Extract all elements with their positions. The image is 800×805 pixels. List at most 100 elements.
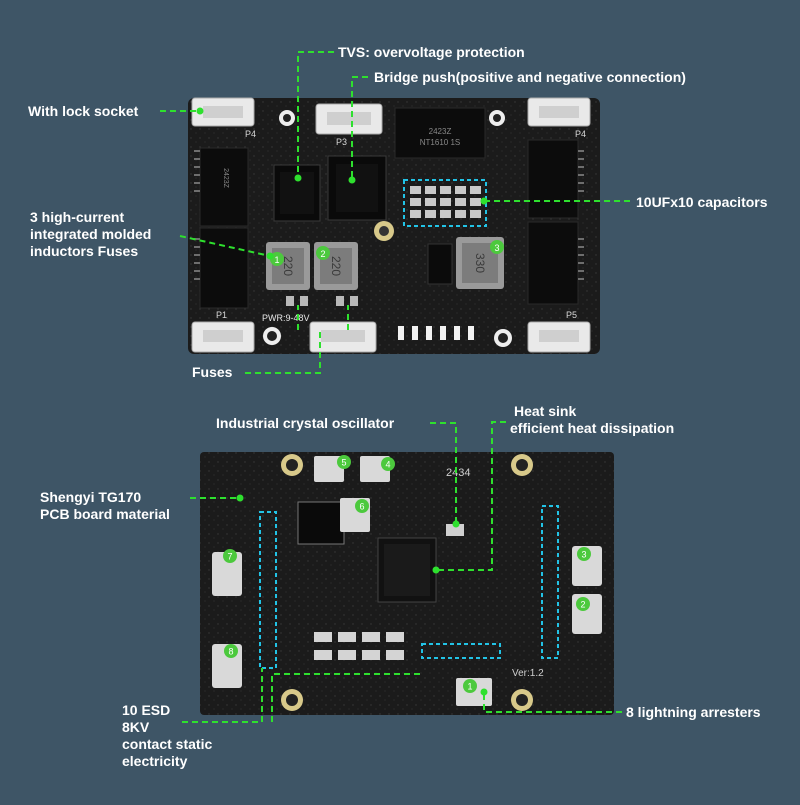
crystal-oscillator: [446, 524, 464, 536]
line-arresters: [483, 692, 622, 713]
callout-fuses: Fuses: [192, 364, 232, 381]
bottom-marker-3: [577, 547, 591, 561]
line-inductors: [179, 235, 271, 257]
bottom-marker-text: 2: [580, 600, 585, 610]
callout-tvs: TVS: overvoltage protection: [338, 44, 525, 61]
inductor-marking-3: 330: [473, 253, 487, 273]
inductor-marking-1: 220: [281, 256, 295, 276]
transformer-chip-left-top: 2423Z: [199, 147, 249, 227]
capacitor: [425, 186, 436, 194]
top-marker-3-text: 3: [494, 243, 499, 253]
callout-tvs-text: TVS: overvoltage protection: [338, 44, 525, 60]
callout-dots: [196, 107, 488, 696]
transformer-chip-right-bottom: [527, 221, 579, 305]
top-connector-p5: [527, 321, 591, 353]
callout-arresters: 8 lightning arresters: [626, 704, 761, 721]
connector-label-p3: P3: [336, 137, 347, 147]
chip-marking: 2423Z: [429, 127, 452, 136]
top-connector-power: [309, 321, 377, 353]
top-marker-2-text: 2: [320, 249, 325, 259]
transformer-chip-top-center: 2423Z NT1610 1S: [394, 107, 486, 159]
connector-label-p4-right: P4: [575, 129, 586, 139]
power-label: PWR:9-48V: [262, 313, 310, 323]
bottom-ic-chip: [297, 501, 345, 545]
capacitor: [440, 198, 451, 206]
inductor-3: 330: [456, 237, 504, 289]
callout-lock-socket: With lock socket: [28, 103, 138, 120]
capacitor: [410, 186, 421, 194]
transformer-chip-left-bottom: [199, 227, 249, 309]
capacitor: [455, 210, 466, 218]
callout-esd-line-2: 8KV: [122, 719, 150, 735]
capacitor: [425, 210, 436, 218]
top-marker-1-text: 1: [274, 255, 279, 265]
callout-lines: [160, 51, 630, 723]
capacitor: [455, 186, 466, 194]
fuse-small-parts: [286, 296, 358, 306]
top-connector-p4-right: [527, 97, 591, 127]
capacitor: [440, 186, 451, 194]
callout-heatsink-line-2: efficient heat dissipation: [510, 420, 675, 436]
bottom-marker-text: 8: [228, 647, 233, 657]
callout-capacitors: 10UFx10 capacitors: [636, 194, 768, 211]
fuse-row: [398, 326, 474, 340]
bottom-marker-text: 4: [385, 460, 390, 470]
callout-bridge: Bridge push(positive and negative connec…: [374, 69, 686, 86]
bridge-component: [327, 155, 387, 221]
top-marker-3: 3: [490, 240, 504, 254]
bottom-marker-7: [223, 549, 237, 563]
callout-fuses-text: Fuses: [192, 364, 233, 380]
transformer-chip-right-top: [527, 139, 579, 219]
capacitor: [410, 198, 421, 206]
capacitor: [425, 198, 436, 206]
callout-esd-line-4: electricity: [122, 753, 188, 769]
callout-esd-line-1: 10 ESD: [122, 702, 171, 718]
chip-marking: NT1610 1S: [420, 138, 460, 147]
callout-inductors-line-2: integrated molded: [30, 226, 152, 242]
callout-bridge-text: Bridge push(positive and negative connec…: [374, 69, 686, 85]
callout-arresters-text: 8 lightning arresters: [626, 704, 761, 720]
callout-pcb-material-line-2: PCB board material: [40, 506, 170, 522]
callout-inductors-line-1: 3 high-current: [30, 209, 125, 225]
bottom-marker-5: [337, 455, 351, 469]
callout-inductors: 3 high-current integrated molded inducto…: [30, 209, 151, 260]
capacitor: [470, 210, 481, 218]
callout-inductors-line-3: inductors Fuses: [30, 243, 139, 259]
line-esd: [182, 668, 422, 723]
tvs-component: [273, 164, 321, 222]
line-heatsink: [436, 421, 506, 571]
connector-label-p4-left: P4: [245, 129, 256, 139]
bottom-marker-1: [463, 679, 477, 693]
bottom-marker-text: 1: [467, 682, 472, 692]
capacitor: [440, 210, 451, 218]
capacitor: [470, 198, 481, 206]
callout-crystal: Industrial crystal oscillator: [216, 415, 394, 432]
capacitor: [470, 186, 481, 194]
esd-highlight-zones: [259, 505, 559, 669]
callout-heatsink: Heat sink efficient heat dissipation: [510, 403, 674, 437]
heat-sink: [377, 537, 437, 603]
version-label: Ver:1.2: [512, 668, 544, 679]
bottom-marker-8: [224, 644, 238, 658]
callout-lock-socket-text: With lock socket: [28, 103, 139, 119]
callout-pcb-material: Shengyi TG170 PCB board material: [40, 489, 170, 523]
capacitor-array: [410, 186, 481, 218]
chip-pins: [194, 150, 584, 280]
line-bridge: [351, 76, 368, 180]
callout-esd: 10 ESD 8KV contact static electricity: [122, 702, 212, 770]
callout-crystal-text: Industrial crystal oscillator: [216, 415, 395, 431]
callout-esd-line-3: contact static: [122, 736, 213, 752]
top-marker-1: 1: [270, 252, 284, 266]
capacitor: [455, 198, 466, 206]
board-logo-text: 2434: [446, 467, 470, 479]
bottom-marker-text: 5: [341, 458, 346, 468]
callout-capacitors-text: 10UFx10 capacitors: [636, 194, 768, 210]
top-small-chip: [427, 243, 453, 285]
inductor-marking-2: 220: [329, 256, 343, 276]
callout-pcb-material-line-1: Shengyi TG170: [40, 489, 142, 505]
bottom-marker-text: 7: [227, 552, 232, 562]
